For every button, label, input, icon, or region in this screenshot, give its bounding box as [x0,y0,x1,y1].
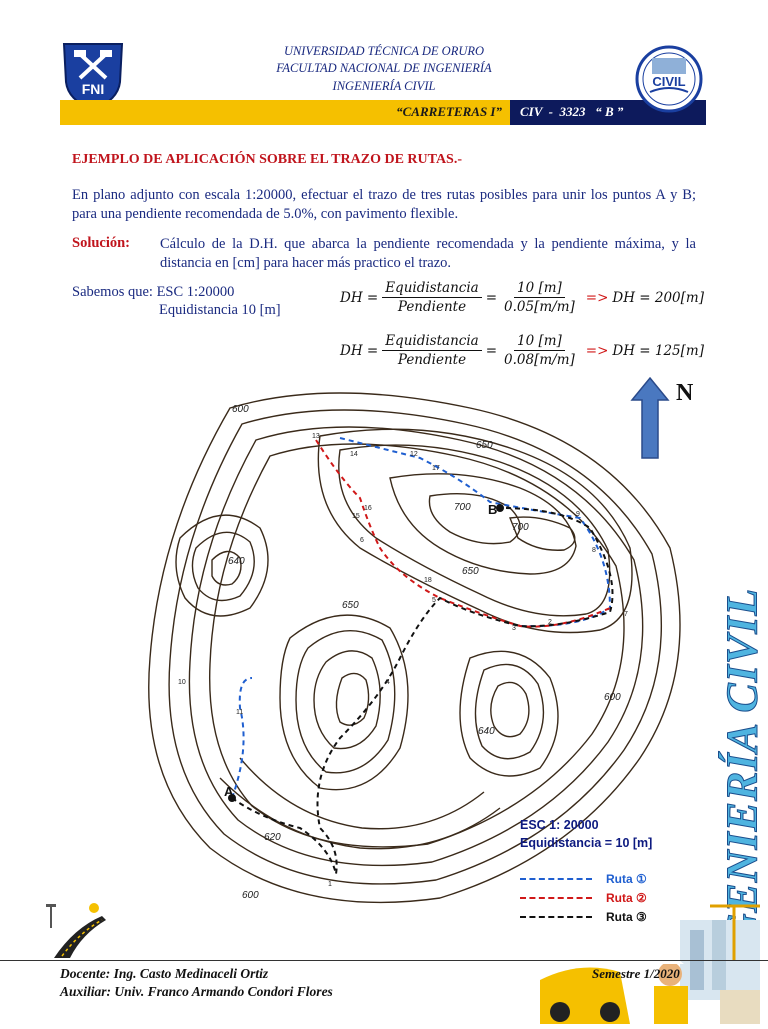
eq2-result: DH = 125[m] [612,342,704,359]
construction-illustration [520,900,768,1024]
route-1-label: Ruta ① [606,872,647,886]
contour-label: 700 [454,502,471,513]
point-a-label: A [224,784,234,799]
contour-label: 650 [342,600,359,611]
legend-route-1: Ruta ① [520,872,647,886]
eq2-lhs: DH = [340,342,379,359]
contour-label: 650 [476,440,493,451]
station-label: 7 [624,611,628,618]
station-label: 16 [364,505,372,512]
station-label: 3 [512,625,516,632]
eq1-equals: = [485,289,498,306]
footer-semester: Semestre 1/2020 [592,966,680,981]
contour-label: 620 [264,832,281,843]
eq2-equals: = [485,342,498,359]
station-label: 13 [312,433,320,440]
legend-route-3: Ruta ③ [520,910,647,924]
north-arrow-icon: N [630,376,700,460]
station-label: 1 [328,881,332,888]
course-name: “CARRETERAS I” [396,104,502,119]
header-bar-yellow [60,100,510,125]
course-code: CIV - 3323 “ B ” [520,104,624,119]
route-2-label: Ruta ② [606,891,647,905]
given-lead: Sabemos que: [72,284,153,300]
route-1-swatch [520,878,592,880]
legend-equidistance: Equidistancia = 10 [m] [520,836,653,850]
contour-label: 640 [228,556,245,567]
eq2-num1: Equidistancia [382,333,482,351]
station-label: 15 [352,513,360,520]
solution-label: Solución: [72,235,131,251]
north-label: N [676,380,694,406]
eq1-num1: Equidistancia [382,280,482,298]
station-label: 17 [432,465,440,472]
topographic-map: A B 650 700 700 650 650 600 640 620 600 … [148,392,681,904]
route-2-swatch [520,897,592,899]
intro-paragraph: En plano adjunto con escala 1:20000, efe… [72,187,696,222]
point-b-label: B [488,502,497,517]
station-label: 5 [432,597,436,604]
eq2-fraction-2: 10 [m]0.08[m/m] [501,333,578,368]
station-label: 14 [350,451,358,458]
legend-scale: ESC 1: 20000 [520,818,599,832]
civil-logo-text: CIVIL [652,74,685,89]
given-scale: ESC 1:20000 [156,284,235,300]
footer-teacher: Docente: Ing. Casto Medinaceli Ortiz [60,966,269,981]
university-name: UNIVERSIDAD TÉCNICA DE ORURO [283,44,485,58]
contour-label: 600 [242,890,259,901]
solution-text: Cálculo de la D.H. que abarca la pendien… [160,236,696,271]
contour-label: 600 [232,404,249,415]
given-equidistance: Equidistancia 10 [m] [159,302,281,318]
section-title: EJEMPLO DE APLICACIÓN SOBRE EL TRAZO DE … [72,152,462,167]
eq1-result: DH = 200[m] [612,289,704,306]
eq1-lhs: DH = [340,289,379,306]
contour-label: 700 [512,522,529,533]
eq1-arrow: => [585,289,609,306]
station-label: 8 [592,547,596,554]
road-illustration [44,898,110,960]
legend-route-2: Ruta ② [520,891,647,905]
station-label: 6 [360,537,364,544]
station-label: 18 [424,577,432,584]
eq2-den2: 0.08[m/m] [504,352,575,368]
route-3-label: Ruta ③ [606,910,647,924]
department-name: INGENIERÍA CIVIL [332,79,436,93]
map-legend: ESC 1: 20000 Equidistancia = 10 [m] [520,816,652,852]
station-label: 9 [576,511,580,518]
faculty-name: FACULTAD NACIONAL DE INGENIERÍA [276,61,492,75]
contour-label: 640 [478,726,495,737]
footer-divider [0,960,768,961]
station-label: 10 [178,679,186,686]
station-label: 4 [386,679,390,686]
footer-assistant: Auxiliar: Univ. Franco Armando Condori F… [60,984,333,999]
contour-label: 650 [462,566,479,577]
station-label: 11 [236,709,243,716]
given-block: Sabemos que: ESC 1:20000 Equidistancia 1… [72,283,281,319]
eq2-num2: 10 [m] [513,333,565,351]
route-3-swatch [520,916,592,918]
civil-logo: CIVIL [634,44,704,114]
eq1-den2: 0.05[m/m] [504,299,575,315]
eq1-den1: Pendiente [397,299,467,315]
eq1-num2: 10 [m] [513,280,565,298]
eq2-den1: Pendiente [397,352,467,368]
eq2-arrow: => [585,342,609,359]
station-label: 2 [548,619,552,626]
station-label: 12 [410,451,418,458]
fni-logo-text: FNI [82,81,105,97]
contour-label: 600 [604,692,621,703]
eq1-fraction-2: 10 [m]0.05[m/m] [501,280,578,315]
